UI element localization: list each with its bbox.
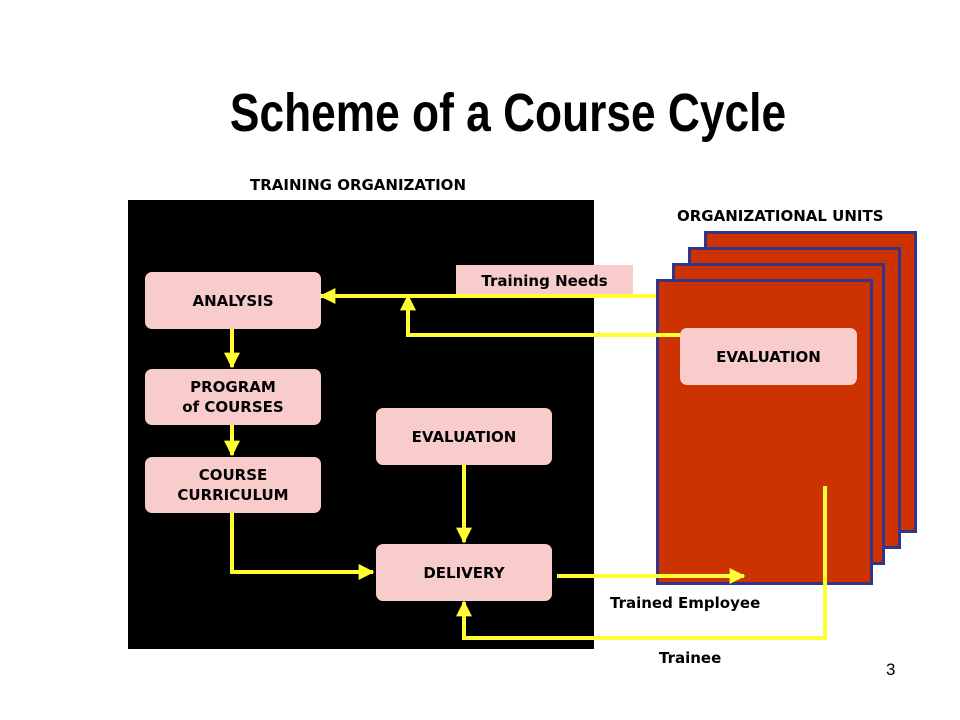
training-needs-label: Training Needs (456, 265, 633, 297)
course-curriculum-box: COURSE CURRICULUM (145, 457, 321, 513)
delivery-box: DELIVERY (376, 544, 552, 601)
trainee-label: Trainee (659, 649, 722, 667)
page-number: 3 (886, 660, 896, 679)
program-of-courses-box: PROGRAM of COURSES (145, 369, 321, 425)
evaluation-box: EVALUATION (376, 408, 552, 465)
arrow-evaluation-feedback (400, 294, 680, 337)
training-organization-label: TRAINING ORGANIZATION (250, 176, 466, 194)
organizational-units-label: ORGANIZATIONAL UNITS (677, 207, 884, 225)
slide-title: Scheme of a Course Cycle (229, 83, 787, 143)
unit-evaluation-box: EVALUATION (680, 328, 857, 385)
analysis-box: ANALYSIS (145, 272, 321, 329)
trained-employee-label: Trained Employee (610, 594, 761, 612)
arrow-trainee (456, 486, 827, 640)
arrow-curriculum-to-delivery (230, 513, 375, 580)
